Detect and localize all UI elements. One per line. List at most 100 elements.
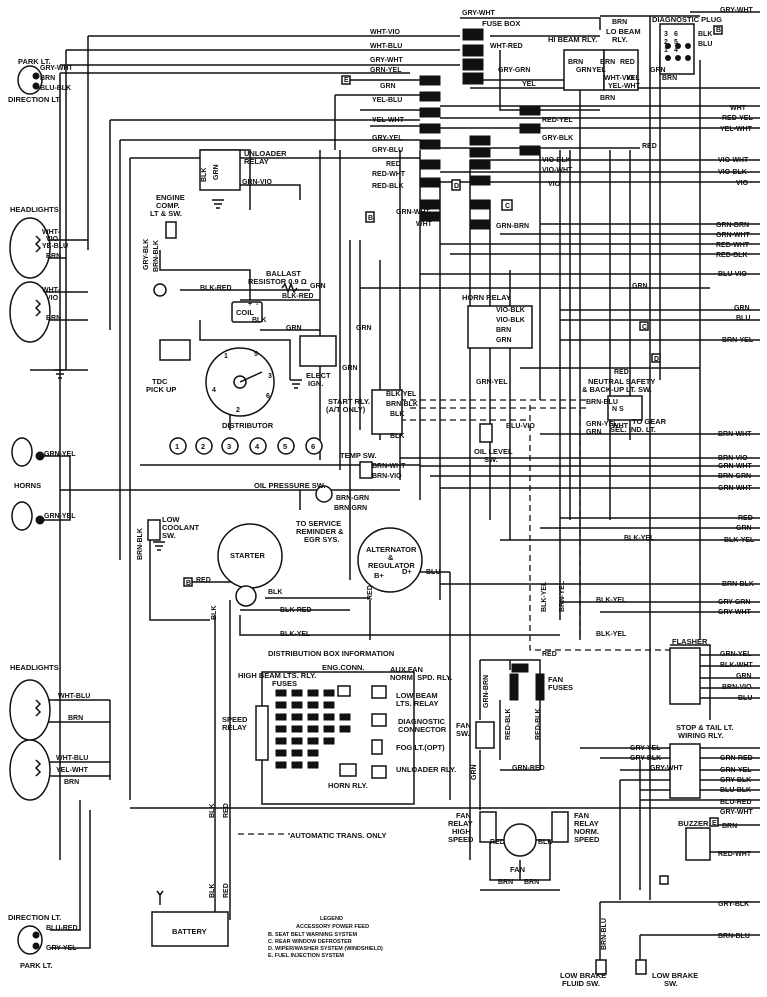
wire-label: BRN — [498, 879, 513, 886]
wire-label: BLU-VIO — [506, 423, 535, 430]
diag-pin: 5 — [674, 39, 678, 46]
label-oil-level-2: SW. — [484, 455, 498, 464]
label-engine-comp-2: COMP. — [156, 201, 180, 210]
wire-label: RED — [614, 369, 629, 376]
wire-label: GRN-BRN — [496, 223, 529, 230]
fan-motor — [503, 823, 537, 857]
wire-label: RED-YEL — [542, 117, 573, 124]
wire-label: GRY-BLK — [143, 239, 150, 270]
wire-label: BLK-RED — [280, 607, 312, 614]
label-low-beam-lts-2: LTS. RELAY — [396, 699, 439, 708]
wire-label: BRN-GRN — [334, 505, 367, 512]
wire-label: BLK-YEL — [624, 535, 655, 542]
wire-label: GRN-WHT — [718, 463, 753, 470]
label-aux-fan-1: AUX.FAN — [390, 665, 423, 674]
wire-label: BRN — [600, 95, 615, 102]
wire-label: YEL-BLU — [372, 97, 402, 104]
label-low-brake-1-a: LOW BRAKE — [560, 971, 606, 980]
label-low-coolant-2: COOLANT — [162, 523, 199, 532]
terminal-letter: E — [712, 820, 717, 827]
label-park-lt-bottom: PARK LT. — [20, 961, 53, 970]
label-eng-conn: ENG.CONN. — [322, 663, 365, 672]
wire-label: WHT- — [42, 287, 61, 294]
wire-label: BRN — [524, 879, 539, 886]
distributor-terminals: 1 5 3 6 2 4 — [212, 351, 272, 414]
wire-label: BLU-BLK — [720, 787, 751, 794]
wire-label: BLK-YEL — [386, 391, 417, 398]
label-park-lt-top: PARK LT. — [18, 57, 51, 66]
terminal-letter: E — [344, 77, 349, 84]
label-fan-high-1: FAN — [456, 811, 471, 820]
wire-label: GRY-GRN — [498, 67, 530, 74]
wire-label: BRN-YEL — [722, 337, 754, 344]
horn-lower — [11, 501, 45, 531]
label-dist-box-info: DISTRIBUTION BOX INFORMATION — [268, 649, 394, 658]
wire-label: BRN — [612, 19, 627, 26]
wire-label: BLK — [698, 31, 712, 38]
label-unloader-2: RELAY — [244, 157, 269, 166]
label-distributor: DISTRIBUTOR — [222, 421, 274, 430]
wire-label: BRN-WHT — [372, 463, 406, 470]
wire-label: BRN-BLU — [718, 933, 750, 940]
wire-label: BLK-RED — [282, 293, 314, 300]
cylinder-number: 5 — [283, 442, 287, 451]
wire-label: BRN-GRN — [336, 495, 369, 502]
headlight-lower-2 — [9, 739, 51, 801]
label-fan-norm-2: RELAY — [574, 819, 599, 828]
wire-label: RED-WHT — [372, 171, 406, 178]
label-oil-level-1: OIL LEVEL — [474, 447, 513, 456]
label-fan-norm-1: FAN — [574, 811, 589, 820]
wire-label: WHT — [730, 105, 747, 112]
wire-label: GRN — [356, 325, 372, 332]
label-elect-1: ELECT — [306, 371, 331, 380]
label-low-beam-lts-1: LOW BEAM — [396, 691, 438, 700]
label-fan-high-2: RELAY — [448, 819, 473, 828]
wire-label: GRN-YEL — [370, 67, 402, 74]
distribution-box — [255, 671, 415, 805]
terminal-letter: C — [642, 324, 647, 331]
label-fan-high-3: HIGH — [452, 827, 471, 836]
wire-label: GRY-WHT — [718, 609, 752, 616]
unloader-relay — [199, 149, 241, 191]
wire-label: GRN — [286, 325, 302, 332]
wire-label: RED — [542, 651, 557, 658]
wire-label: BLK — [390, 411, 404, 418]
terminal-letter: C — [505, 203, 510, 210]
wire-label: BLU-BLK — [40, 85, 71, 92]
label-low-coolant-1: LOW — [162, 515, 180, 524]
wire-label: GRY-WHT — [650, 765, 684, 772]
wire-label: VIO — [736, 180, 749, 187]
label-fan-sw-1: FAN — [456, 721, 471, 730]
wire-labels-right-edge: WHT RED-YEL YEL-WHT VIO-WHT VIO-BLK VIO … — [716, 105, 755, 616]
component-labels: PARK LT. DIRECTION LT. HEADLIGHTS HORNS … — [8, 15, 734, 988]
wire-label: RED — [196, 577, 211, 584]
label-low-coolant-3: SW. — [162, 531, 176, 540]
ignition-coil — [231, 301, 263, 323]
wire-label: BLK — [201, 168, 208, 182]
label-elect-2: IGN. — [308, 379, 323, 388]
label-neutral-1: NEUTRAL SAFETY — [588, 377, 655, 386]
wire-label: BRN — [496, 327, 511, 334]
wire-label: BRN-GRN — [718, 473, 751, 480]
wire-label: BLK-RED — [200, 285, 232, 292]
label-speed-relay-2: RELAY — [222, 723, 247, 732]
dist-terminal: 5 — [254, 351, 258, 358]
label-fan-fuses-2: FUSES — [548, 683, 573, 692]
neutral-safety-switch — [607, 395, 643, 421]
wire-label: WHT — [612, 423, 629, 430]
wire-label: VIO-WHT — [718, 157, 749, 164]
wire-label: GRN — [736, 525, 752, 532]
label-horns: HORNS — [14, 481, 41, 490]
label-unloader-rly: UNLOADER RLY. — [396, 765, 456, 774]
label-fan-fuses-1: FAN — [548, 675, 563, 684]
flasher — [669, 647, 701, 705]
label-headlights-2: HEADLIGHTS — [10, 663, 59, 672]
wire-label: BLK — [252, 317, 266, 324]
wire-label: BLK — [209, 804, 216, 818]
wire-label: GRY-YEL — [372, 135, 403, 142]
label-fan-high-4: SPEED — [448, 835, 474, 844]
wire-label: VIO — [46, 236, 59, 243]
wire-label: VIO-BLK — [542, 157, 571, 164]
wire-label: BRN — [600, 59, 615, 66]
label-service-3: EGR SYS. — [304, 535, 339, 544]
